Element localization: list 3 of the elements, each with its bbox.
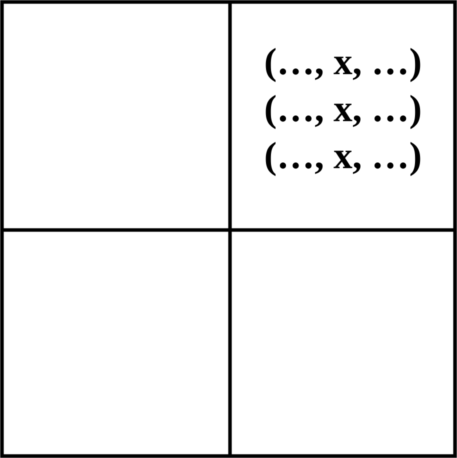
tuple-text: (…, x, …) <box>266 94 420 130</box>
tuple-text: (…, x, …) <box>266 142 420 176</box>
tuple-text: (…, x, …) <box>266 48 420 82</box>
